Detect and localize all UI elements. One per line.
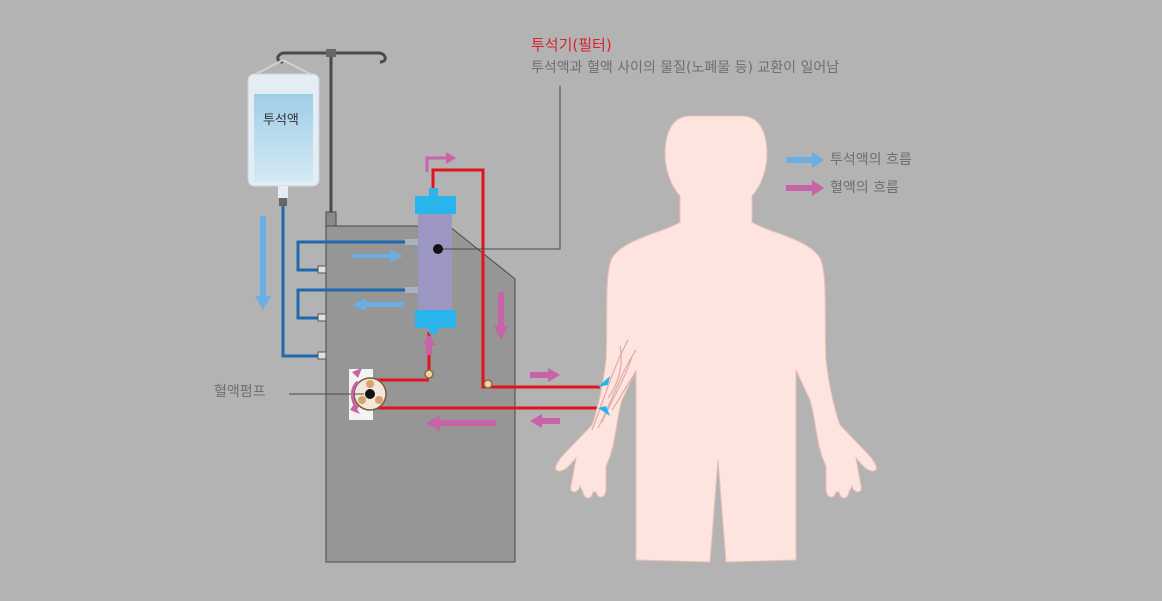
- needles: [598, 376, 610, 416]
- arm-veins: [591, 339, 637, 431]
- dialysate-bag-label: 투석액: [263, 113, 299, 128]
- dialyzer-filter: [415, 188, 456, 334]
- iv-stand: [276, 49, 387, 212]
- human-body: [555, 115, 877, 563]
- legend-arrow-blood: [786, 180, 824, 196]
- filter-title: 투석기(필터): [531, 36, 612, 54]
- legend-swatches: [786, 152, 824, 196]
- legend-arrow-dialysate: [786, 152, 824, 168]
- blood-pump: [289, 368, 387, 420]
- blood-pump-label: 혈액펌프: [214, 384, 266, 400]
- filter-callout: [433, 86, 561, 254]
- dialysate-tubes: [281, 206, 418, 360]
- legend-label-blood: 혈액의 흐름: [830, 180, 899, 196]
- tube-junctions: [424, 369, 493, 389]
- flow-arrows: [255, 152, 560, 431]
- legend-label-dialysate: 투석액의 흐름: [830, 152, 912, 168]
- dialysate-bag: [247, 59, 320, 206]
- filter-description: 투석액과 혈액 사이의 물질(노폐물 등) 교환이 일어남: [531, 60, 840, 76]
